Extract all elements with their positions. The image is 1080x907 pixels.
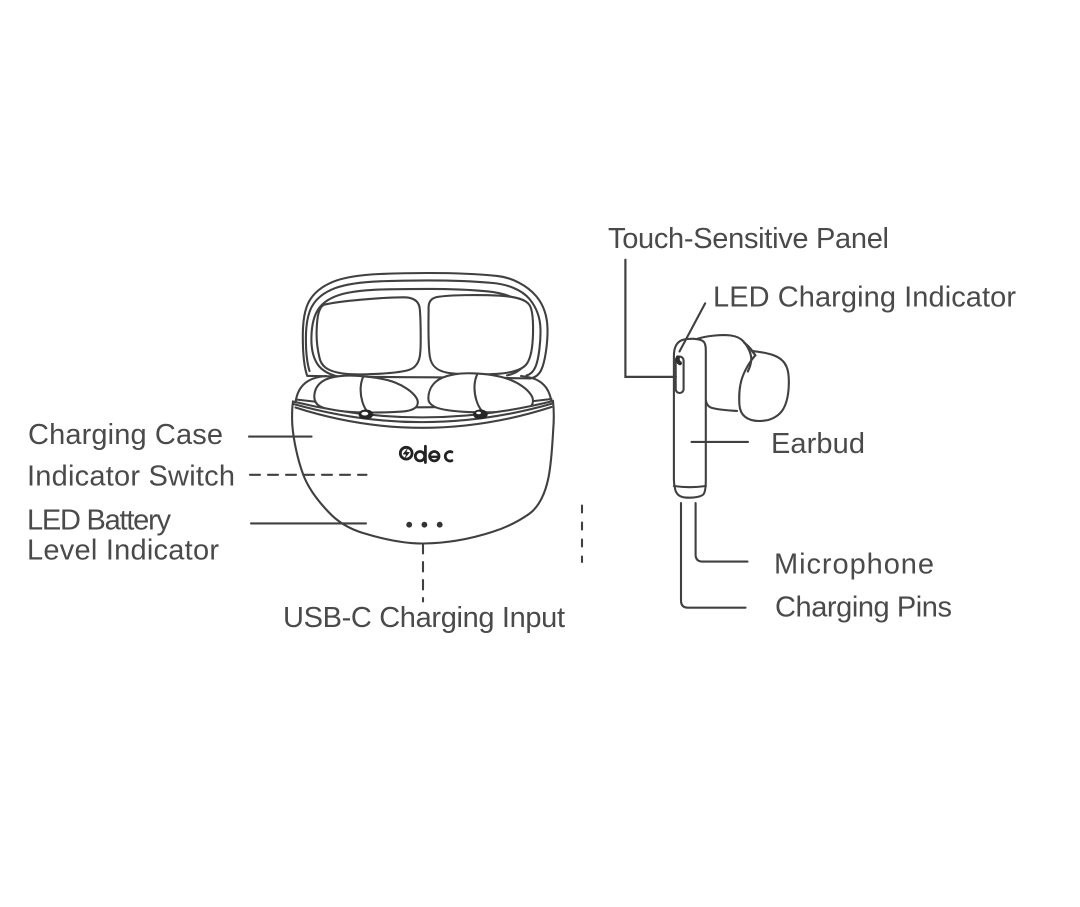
svg-text:Microphone: Microphone [774,549,934,581]
svg-text:Earbud: Earbud [771,428,865,460]
svg-text:Charging Case: Charging Case [28,419,223,451]
svg-text:USB-C Charging Input: USB-C Charging Input [283,602,565,634]
svg-text:LED Charging Indicator: LED Charging Indicator [713,282,1016,314]
svg-text:LED Battery: LED Battery [27,505,172,537]
svg-text:Touch-Sensitive Panel: Touch-Sensitive Panel [608,223,889,255]
svg-text:Indicator Switch: Indicator Switch [27,461,235,493]
svg-text:Level Indicator: Level Indicator [27,535,219,567]
svg-text:Charging Pins: Charging Pins [775,592,952,624]
